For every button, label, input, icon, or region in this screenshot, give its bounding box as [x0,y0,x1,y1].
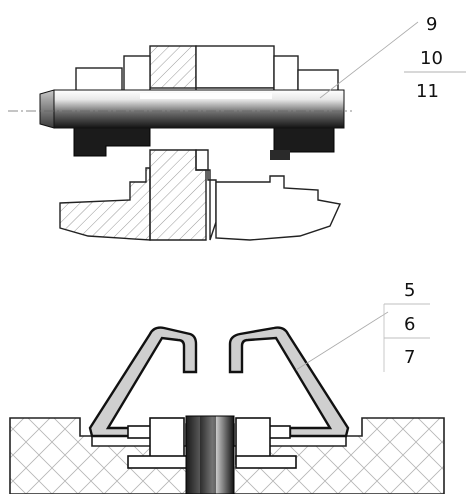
callout-5: 5 [404,280,416,301]
left-washer [75,67,123,93]
leader-top [319,21,419,99]
right-dark-nut [273,125,335,153]
right-bottom-plate [235,455,297,469]
leader-bottom [295,311,389,371]
base-plate-right-flange [215,175,342,241]
right-nut [273,55,299,93]
callout-6: 6 [404,314,416,335]
left-dark-nut [73,125,151,157]
callout-10: 10 [420,48,443,69]
callout-7: 7 [404,347,416,368]
callout-11: 11 [416,81,439,102]
base-plate [59,167,151,241]
clamp-block [195,45,275,89]
left-nut [123,55,151,93]
shaft-highlight [140,93,272,99]
right-rail [228,326,350,438]
hatched-column [149,149,207,241]
shaft-end [39,89,55,129]
right-dark-step [270,150,290,160]
left-rail [88,326,198,438]
callout-9: 9 [426,14,438,35]
bolted-joint-section [8,45,352,241]
rail-joint-section [9,326,445,494]
clamp-block-hatched [149,45,197,89]
left-bottom-plate [127,455,189,469]
center-bolt-core [200,416,216,494]
